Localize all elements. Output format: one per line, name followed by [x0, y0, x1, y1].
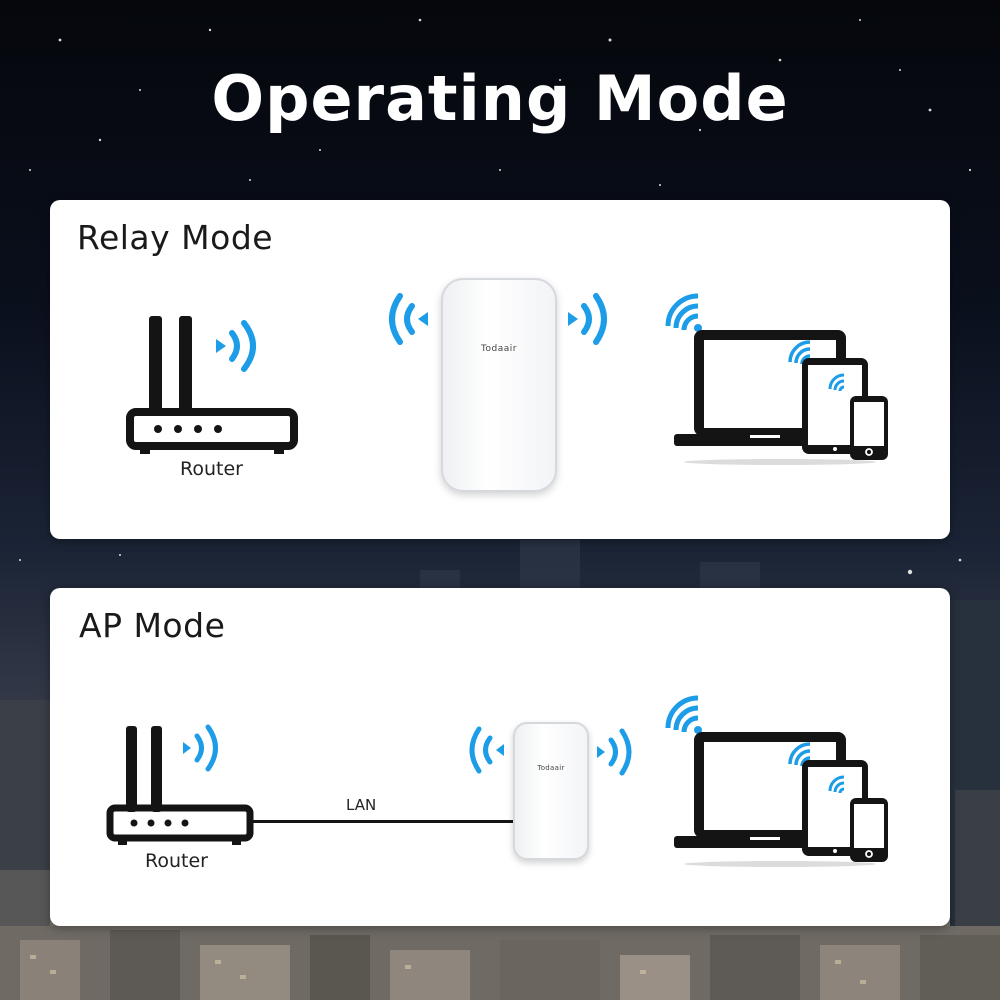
router-icon — [126, 316, 298, 454]
lan-cable — [252, 820, 516, 823]
ap-mode-heading: AP Mode — [79, 606, 226, 645]
router-label: Router — [180, 458, 243, 480]
router-label: Router — [145, 850, 208, 872]
page-title: Operating Mode — [211, 62, 789, 135]
lan-label: LAN — [346, 796, 377, 814]
relay-mode-heading: Relay Mode — [77, 218, 274, 257]
smartphone-icon — [850, 798, 888, 862]
wifi-signal-icon — [597, 728, 632, 776]
wifi-signal-icon — [183, 724, 218, 772]
relay-mode-panel: Relay Mode Router Todaair — [50, 200, 950, 539]
extender-brand: Todaair — [537, 764, 565, 772]
wifi-icon — [665, 293, 702, 332]
extender-device: Todaair — [441, 278, 557, 492]
router-icon — [106, 726, 254, 845]
ap-mode-panel: AP Mode Router LAN Todaair — [50, 588, 950, 926]
wifi-signal-icon — [389, 293, 428, 345]
extender-device: Todaair — [513, 722, 589, 860]
wifi-icon — [665, 695, 702, 734]
smartphone-icon — [850, 396, 888, 460]
wifi-signal-icon — [216, 320, 256, 372]
extender-brand: Todaair — [481, 344, 517, 354]
client-devices — [665, 293, 888, 465]
wifi-signal-icon — [469, 726, 504, 774]
client-devices — [665, 695, 888, 867]
wifi-signal-icon — [568, 293, 607, 345]
